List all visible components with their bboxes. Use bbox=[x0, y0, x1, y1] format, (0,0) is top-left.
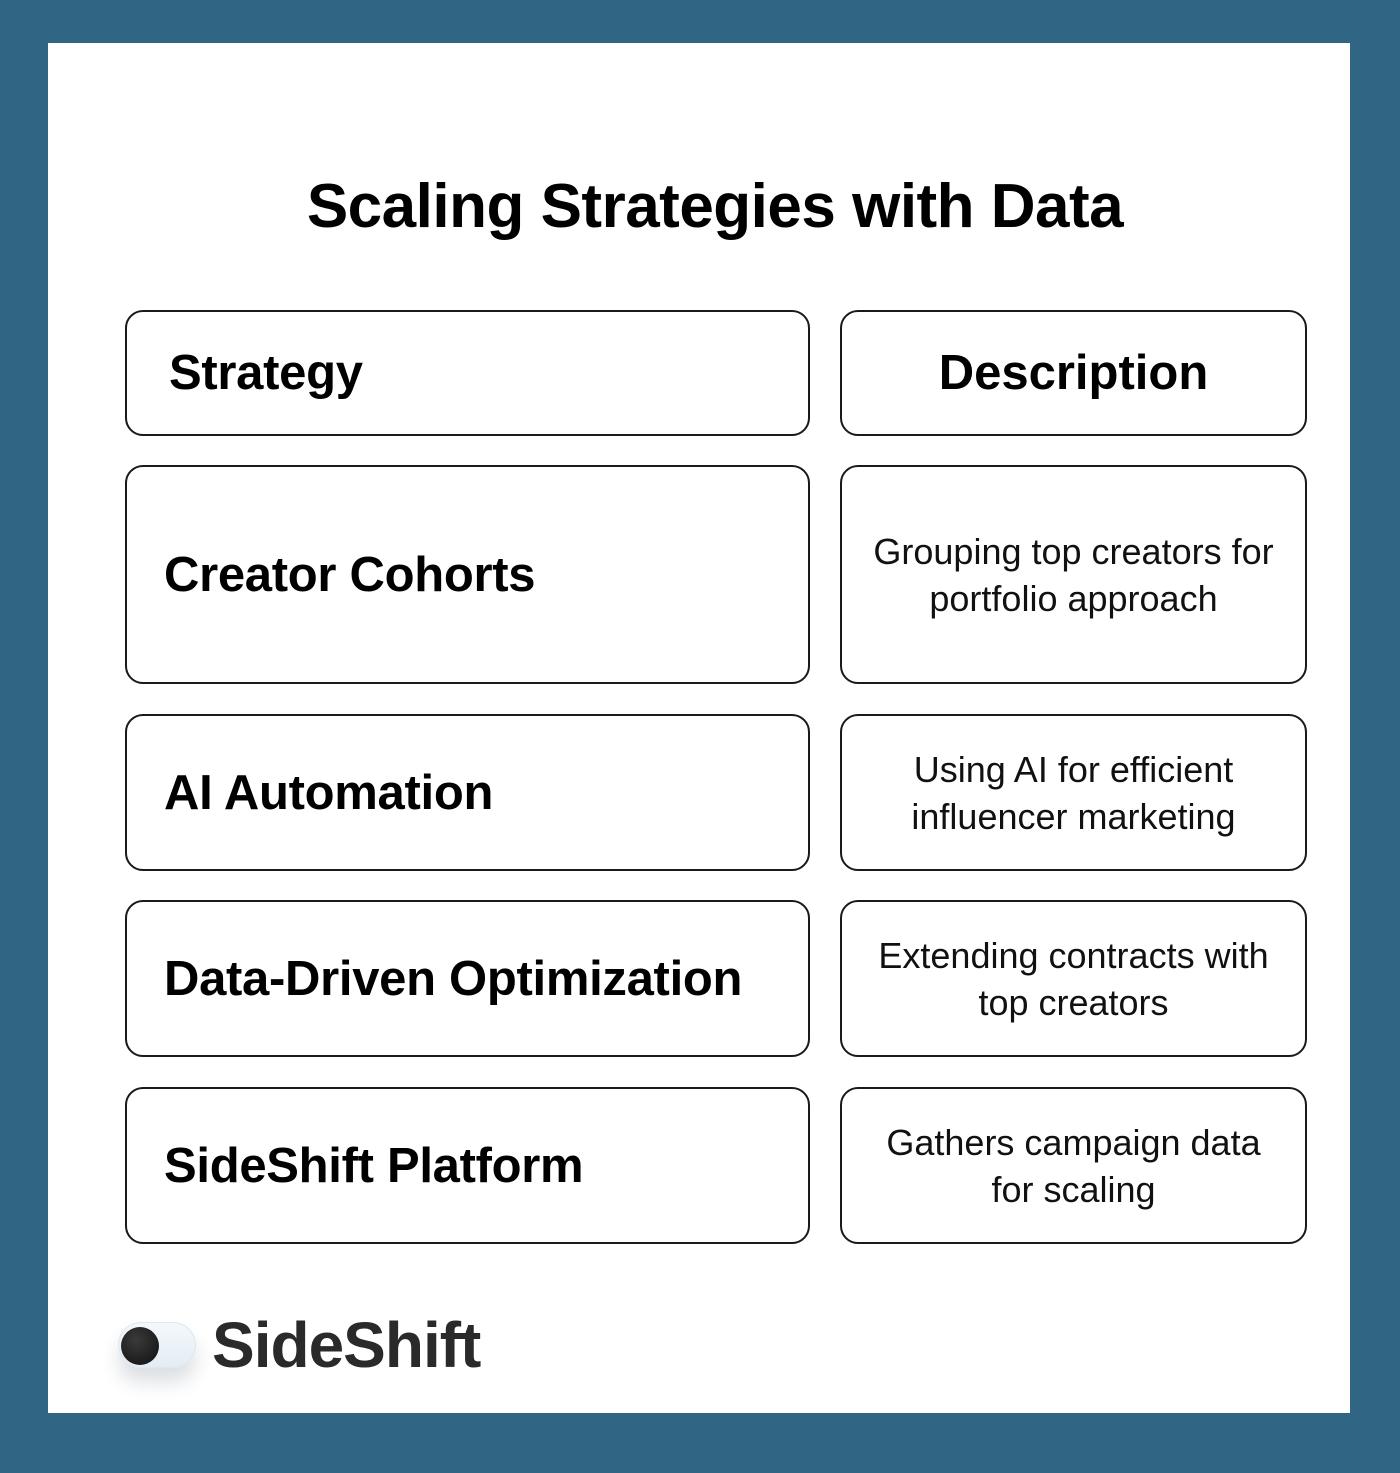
description-cell: Gathers campaign data for scaling bbox=[840, 1087, 1307, 1244]
brand-logo: SideShift bbox=[118, 1308, 481, 1382]
brand-name: SideShift bbox=[212, 1309, 481, 1381]
toggle-switch-icon bbox=[118, 1322, 196, 1368]
description-cell: Grouping top creators for portfolio appr… bbox=[840, 465, 1307, 684]
description-cell: Extending contracts with top creators bbox=[840, 900, 1307, 1057]
infographic-card: Scaling Strategies with Data Strategy De… bbox=[48, 43, 1350, 1413]
strategy-cell: Creator Cohorts bbox=[125, 465, 810, 684]
toggle-knob bbox=[121, 1327, 159, 1365]
strategy-cell: SideShift Platform bbox=[125, 1087, 810, 1244]
header-strategy: Strategy bbox=[125, 310, 810, 436]
strategy-cell: Data-Driven Optimization bbox=[125, 900, 810, 1057]
description-cell: Using AI for efficient influencer market… bbox=[840, 714, 1307, 871]
page-title: Scaling Strategies with Data bbox=[306, 172, 1124, 241]
header-description: Description bbox=[840, 310, 1307, 436]
strategy-cell: AI Automation bbox=[125, 714, 810, 871]
